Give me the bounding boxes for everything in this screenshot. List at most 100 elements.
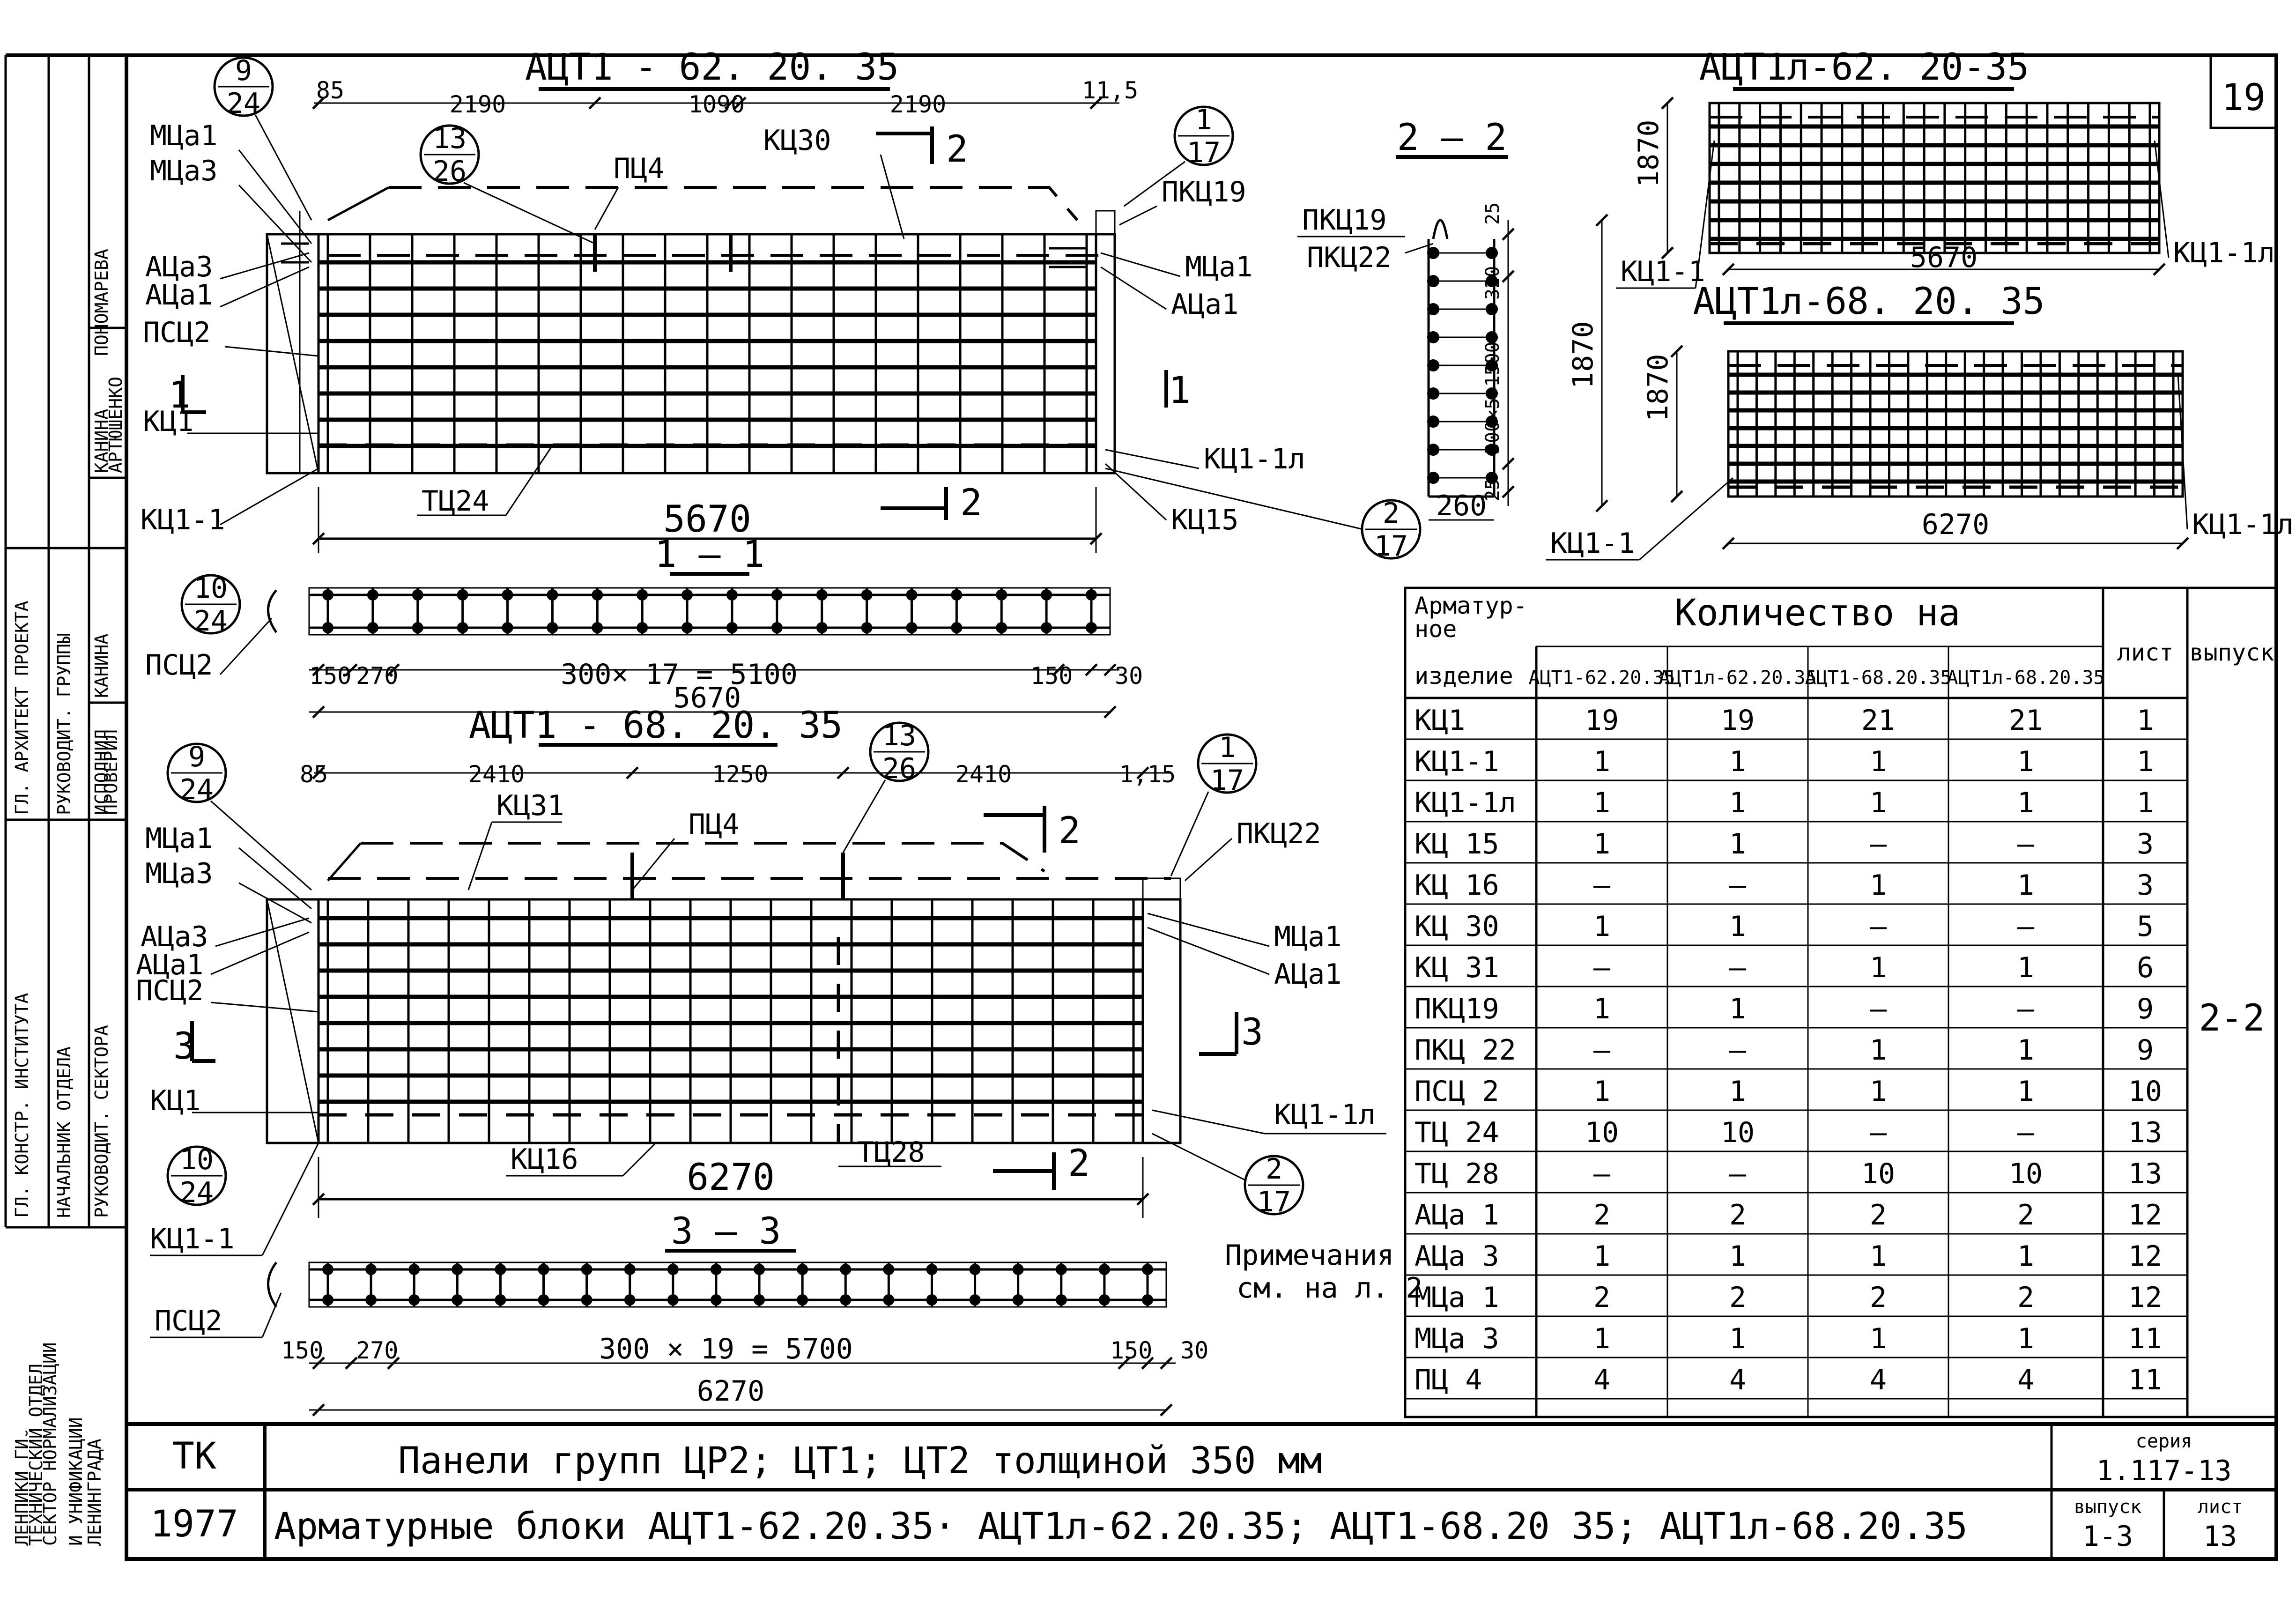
rebar-dot [457, 622, 468, 633]
rebar-dot [624, 1294, 636, 1306]
rebar-dot [581, 1264, 593, 1275]
dim-value: 1,15 [1119, 761, 1176, 788]
table-cell-qty: — [1593, 1034, 1611, 1067]
drawing-d-title: АЦТ1л-68. 20. 35 [1693, 281, 2044, 323]
dimension-tick [1502, 270, 1515, 283]
label-aca1: АЦа1 [136, 949, 204, 981]
label-mca3: МЦа3 [145, 857, 213, 890]
rebar-dot [1055, 1264, 1067, 1275]
leader-line [219, 617, 273, 675]
leader-line [210, 931, 310, 975]
callout-bubble [166, 1145, 227, 1206]
table-issue-value: 2-2 [2199, 997, 2265, 1039]
table-cell-item: АЦа 3 [1415, 1240, 1499, 1273]
table-cell-item: КЦ 16 [1415, 869, 1499, 902]
leader-line [2154, 140, 2170, 258]
label-mca1: МЦа1 [145, 822, 213, 855]
table-cell-qty: 1 [1593, 993, 1610, 1025]
dim-value: 2410 [955, 761, 1012, 788]
org-name: СЕКТОР НОРМАЛИЗАЦИИ [40, 1342, 60, 1546]
rebar-dot [1012, 1294, 1024, 1306]
dimension-tick [1052, 663, 1065, 676]
rebar-dot [951, 622, 963, 633]
drawing-c-title: АЦТ1л-62. 20-35 [1699, 46, 2029, 89]
table-cell-sheet: 3 [2137, 828, 2154, 861]
leader-line [238, 847, 312, 910]
table-cell-qty: 2 [1870, 1281, 1887, 1314]
role-label: РУКОВОДИТ. СЕКТОРА [91, 1025, 112, 1218]
stamp-seria-value: 1.117-13 [2096, 1454, 2232, 1487]
overall-length: 6270 [697, 1375, 765, 1408]
rebar-dot [408, 1264, 420, 1275]
callout-sheet: 24 [180, 773, 214, 806]
dimension-tick [312, 1357, 325, 1370]
leader-line [631, 838, 675, 890]
dim-value: 25 [1482, 202, 1504, 225]
rebar-dot [1142, 1264, 1153, 1275]
label-kc11: КЦ1-1 [1550, 527, 1635, 560]
table-cell-sheet: 10 [2128, 1075, 2162, 1108]
table-cell-item: ПКЦ 22 [1415, 1034, 1516, 1067]
label-pcs2: ПСЦ2 [143, 316, 211, 349]
org-name: ЛЕНПИКИ ГИ [12, 1439, 32, 1546]
spec-table-frame [1404, 586, 2278, 1418]
callout-number: 9 [235, 54, 252, 87]
rebar-dot [996, 589, 1007, 601]
table-cell-qty: 1 [1593, 1240, 1610, 1273]
label-kc11l: КЦ1-1л [2192, 508, 2294, 541]
table-cell-qty: 1 [1593, 1075, 1610, 1108]
label-kc11l: КЦ1-1л [2173, 237, 2275, 269]
table-header: ное [1415, 616, 1457, 643]
table-cell-qty: 2 [1870, 1199, 1887, 1232]
table-cell-qty: 1 [1593, 745, 1610, 778]
dimension-tick [312, 96, 325, 110]
callout-bubble [1244, 1155, 1304, 1216]
table-header: изделие [1415, 662, 1513, 690]
sheet-number: 19 [2222, 77, 2266, 119]
dimension-tick [1136, 1193, 1149, 1206]
table-cell-sheet: 9 [2137, 993, 2154, 1025]
dimension-tick [626, 766, 639, 779]
dimension-tick [345, 1357, 358, 1370]
rebar-dot [951, 589, 963, 601]
table-cell-qty: 2 [1729, 1199, 1746, 1232]
label-aca3: АЦа3 [141, 920, 208, 953]
leader-line [1405, 243, 1434, 254]
label-pc4: ПЦ4 [689, 808, 739, 841]
rebar-dot [592, 622, 603, 633]
rebar-dot [726, 589, 738, 601]
table-header: лист [2117, 639, 2173, 666]
rebar-dot [1098, 1264, 1110, 1275]
leader-line [254, 114, 312, 221]
table-cell-item: ПЦ 4 [1415, 1364, 1482, 1396]
rebar-dot [754, 1294, 765, 1306]
rebar-dot [322, 1264, 333, 1275]
drawing-d-frame [1676, 321, 2184, 544]
leader-line [1119, 205, 1157, 226]
dim-value: 85 [300, 761, 328, 788]
table-cell-qty: 2 [1593, 1281, 1610, 1314]
leader-line [622, 1142, 657, 1177]
rebar-dot [667, 1294, 679, 1306]
table-cell-qty: 1 [2017, 869, 2034, 902]
table-cell-sheet: 6 [2137, 951, 2154, 984]
rebar-dot [681, 622, 693, 633]
dimension-tick [312, 532, 325, 545]
leader-line [220, 252, 310, 280]
leader-line [505, 445, 554, 516]
left-margin-stamp [6, 55, 128, 1229]
leader-line [1100, 252, 1181, 277]
callout-bubble [419, 124, 480, 185]
leader-line [880, 154, 905, 239]
table-header-qty: Количество на [1674, 592, 1960, 634]
rebar-dot [495, 1294, 506, 1306]
dimension-tick [312, 1193, 325, 1206]
rebar-dot [797, 1294, 808, 1306]
table-cell-item: ПСЦ 2 [1415, 1075, 1499, 1108]
label-kc16: КЦ16 [511, 1143, 578, 1176]
label-pcs2: ПСЦ2 [155, 1305, 222, 1337]
table-cell-qty: 1 [1870, 951, 1887, 984]
rebar-dot [624, 1264, 636, 1275]
table-cell-qty: — [1870, 828, 1887, 861]
rebar-dot [495, 1264, 506, 1275]
